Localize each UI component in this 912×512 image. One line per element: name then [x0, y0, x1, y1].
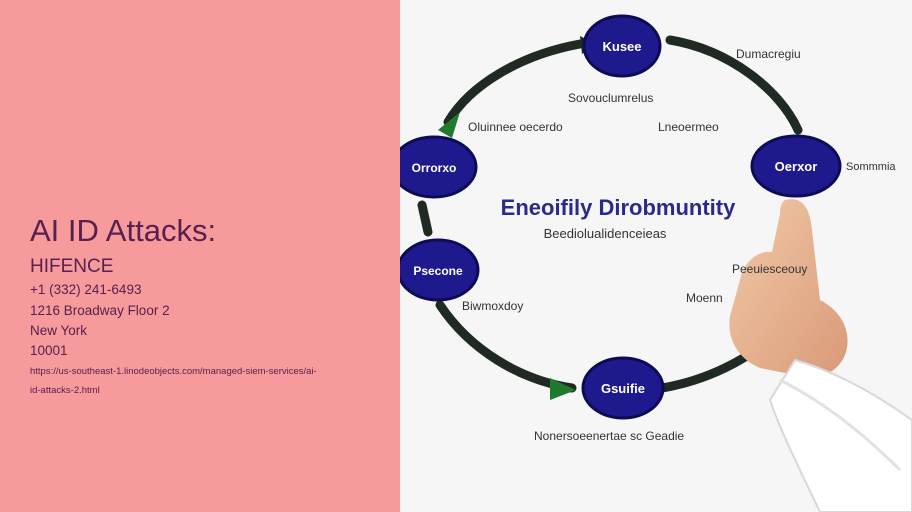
- label-mid-left: Oluinnee oecerdo: [468, 120, 563, 134]
- info-panel: AI ID Attacks: HIFENCE +1 (332) 241-6493…: [0, 0, 400, 512]
- company-name: HIFENCE: [30, 256, 114, 277]
- address-line: 1216 Broadway Floor 2: [30, 303, 170, 318]
- arrow-head-left-icon: [438, 112, 460, 138]
- node-right: Oerxor: [750, 134, 842, 198]
- node-bottom-label: Gsuifie: [601, 381, 645, 396]
- node-lower-left-label: Psecone: [413, 264, 463, 278]
- cycle-diagram: Kusee Orrorxo Oerxor Psecone Gsuifie Ene…: [400, 14, 912, 512]
- node-left-label: Orrorxo: [412, 161, 457, 175]
- label-lower-left: Biwmoxdoy: [462, 299, 523, 313]
- diagram-subtitle: Beediolualidenceieas: [544, 226, 667, 241]
- node-top-label: Kusee: [602, 39, 641, 54]
- pointing-hand-image: [729, 199, 912, 512]
- arrow-top-left: [443, 39, 585, 127]
- label-lower-right: Moenn: [686, 291, 723, 305]
- node-right-label: Oerxor: [775, 159, 818, 174]
- city: New York: [30, 323, 88, 338]
- node-lower-left: Psecone: [400, 238, 480, 302]
- label-top-right: Dumacregiu: [736, 47, 801, 61]
- cycle-diagram-image: Kusee Orrorxo Oerxor Psecone Gsuifie Ene…: [400, 0, 912, 512]
- label-bottom: Nonersoeenertae sc Geadie: [534, 429, 684, 443]
- page-title: AI ID Attacks:: [30, 213, 217, 248]
- node-left: Orrorxo: [400, 135, 478, 199]
- arrow-left: [417, 200, 433, 237]
- phone-number: +1 (332) 241-6493: [30, 282, 142, 297]
- label-right-edge: Sommmia: [846, 161, 896, 173]
- diagram-title: Eneoifily Dirobmuntity: [501, 195, 736, 220]
- arrow-bottom-left: [435, 300, 577, 393]
- page-url-line-1: https://us-southeast-1.linodeobjects.com…: [30, 366, 317, 377]
- zip-code: 10001: [30, 343, 68, 358]
- arrow-head-bottom-icon: [550, 378, 576, 400]
- page-url-line-2: id-attacks-2.html: [30, 385, 100, 396]
- arrow-top-right: [665, 35, 803, 135]
- label-hand: Peeuiesceouy: [732, 262, 807, 276]
- node-top: Kusee: [582, 14, 662, 78]
- node-bottom: Gsuifie: [581, 356, 665, 420]
- label-mid-right: Lneoermeo: [658, 120, 719, 134]
- label-upper-center: Sovouclumrelus: [568, 91, 653, 105]
